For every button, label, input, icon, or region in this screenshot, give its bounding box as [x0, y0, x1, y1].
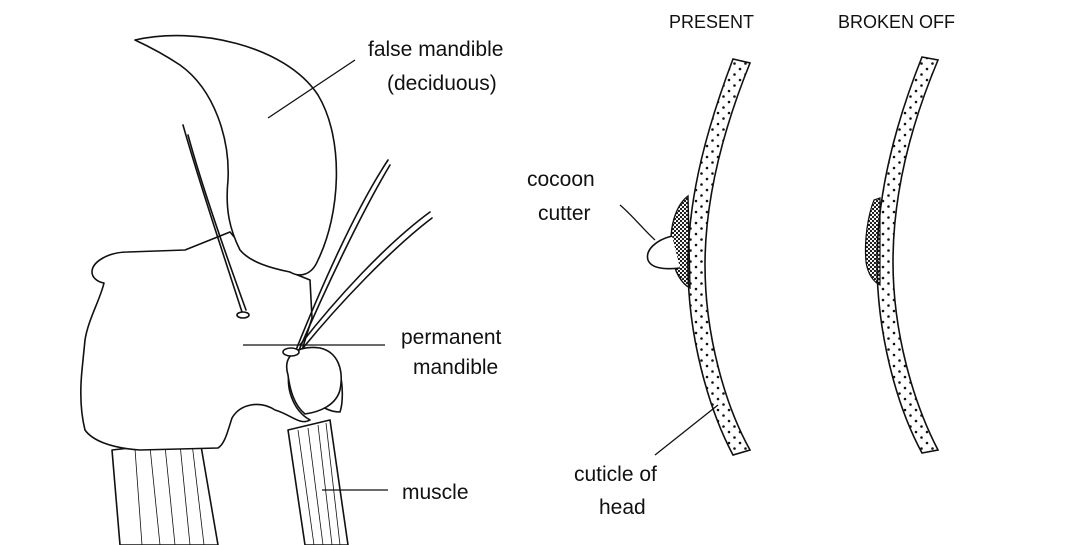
cocoon-cutter-sublabel: cutter	[538, 202, 591, 225]
cocoon-cutter-label: cocoon	[527, 168, 595, 191]
permanent-mandible-sublabel: mandible	[413, 356, 498, 379]
cuticle-leader	[655, 405, 718, 455]
cuticle-broken-off	[865, 57, 938, 453]
cuticle-label: cuticle of	[574, 463, 657, 486]
cuticle-strip-broken	[877, 57, 938, 453]
cuticle-present	[620, 59, 750, 455]
false-mandible	[135, 36, 336, 275]
muscle-label: muscle	[402, 481, 469, 504]
false-mandible-sublabel: (deciduous)	[387, 72, 497, 95]
permanent-mandible-label: permanent	[401, 326, 502, 349]
heading-present: PRESENT	[669, 12, 754, 32]
cuticle-strip-present	[688, 59, 750, 455]
cocoon-cutter-leader	[620, 205, 655, 240]
cuticle-sublabel: head	[599, 496, 646, 519]
mandible-apparatus	[81, 36, 432, 545]
heading-broken-off: BROKEN OFF	[838, 12, 955, 32]
false-mandible-label: false mandible	[368, 38, 503, 61]
cocoon-cutter	[671, 196, 690, 288]
